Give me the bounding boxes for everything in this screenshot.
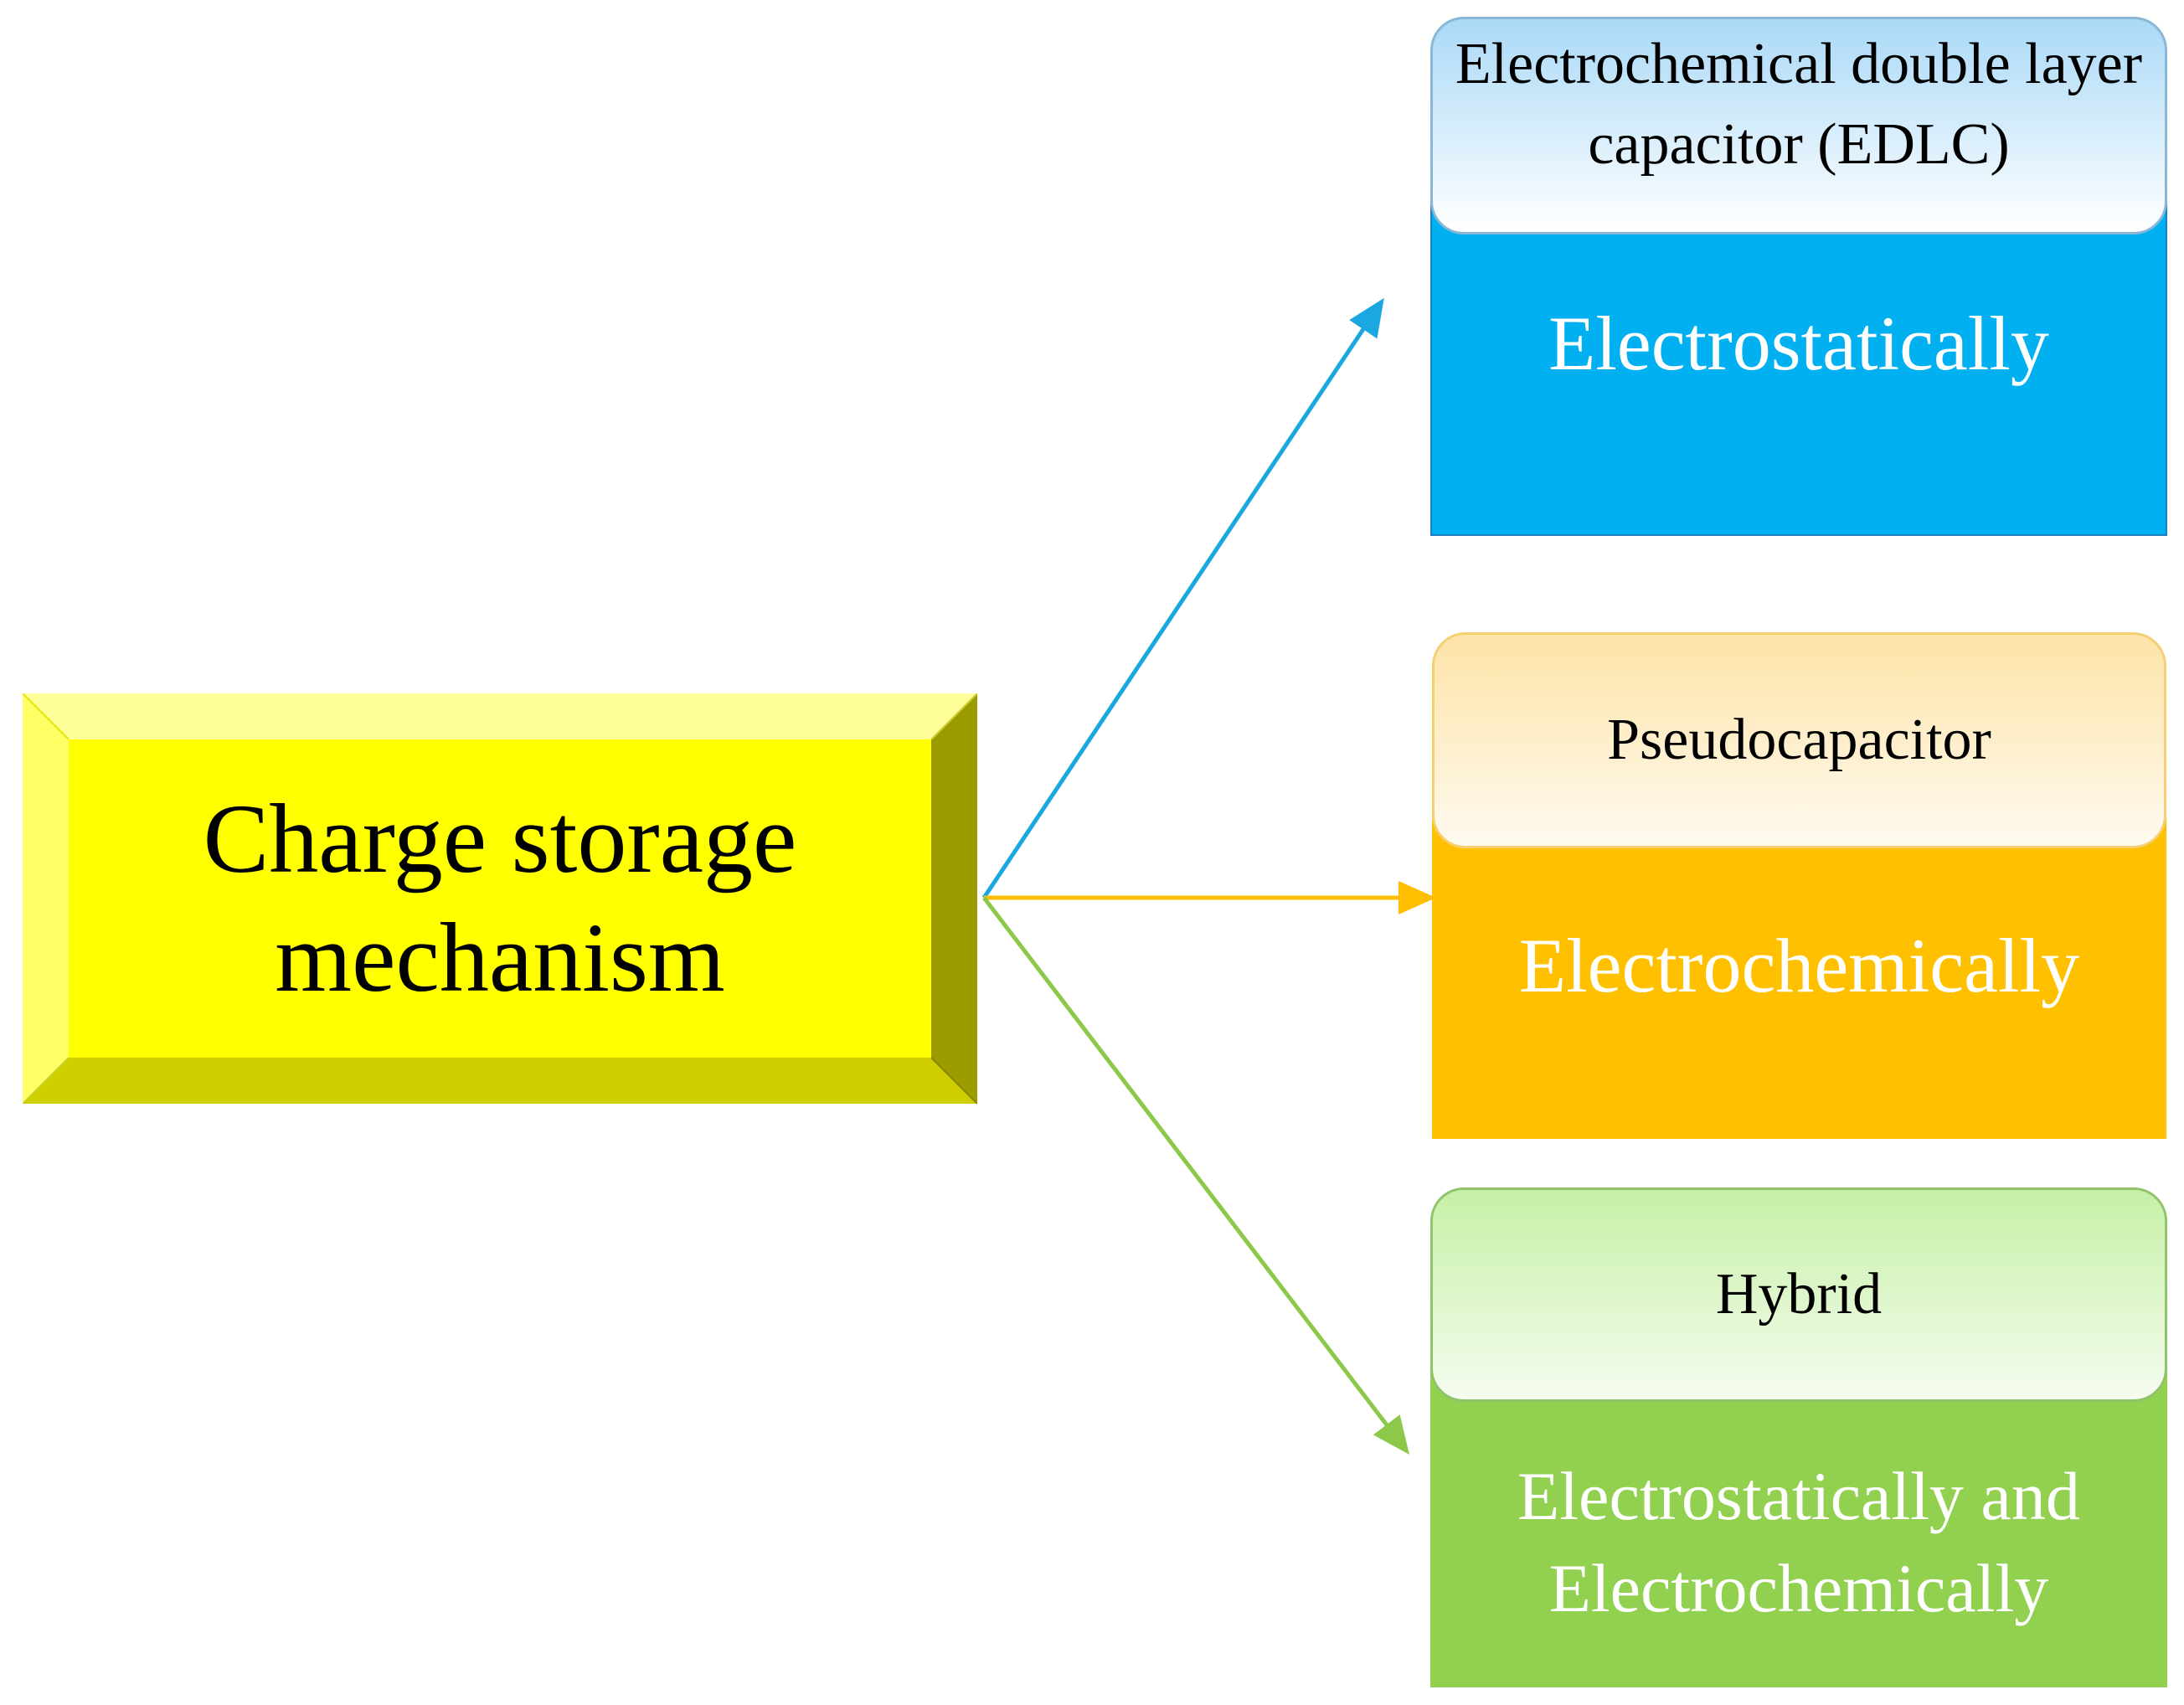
arrow-to-edlc: [981, 297, 1384, 899]
pseudocapacitor-title: Pseudocapacitor: [1432, 632, 2166, 848]
arrow-to-hybrid: [982, 896, 1410, 1455]
pseudocapacitor-card: Electrochemically Pseudocapacitor: [1432, 632, 2166, 1139]
charge-storage-mechanism-box: Charge storage mechanism: [23, 693, 977, 1104]
hybrid-mechanism: Electrostatically and Electrochemically: [1430, 1347, 2167, 1687]
hybrid-card: Electrostatically and Electrochemically …: [1430, 1187, 2167, 1687]
edlc-title: Electrochemical double layer capacitor (…: [1430, 17, 2167, 234]
pseudocapacitor-mechanism: Electrochemically: [1432, 800, 2166, 1139]
root-label: Charge storage mechanism: [203, 784, 797, 1012]
hybrid-title: Hybrid: [1430, 1187, 2167, 1402]
edlc-card: Electrostatically Electrochemical double…: [1430, 17, 2167, 536]
bevel-frame: [23, 693, 977, 1104]
